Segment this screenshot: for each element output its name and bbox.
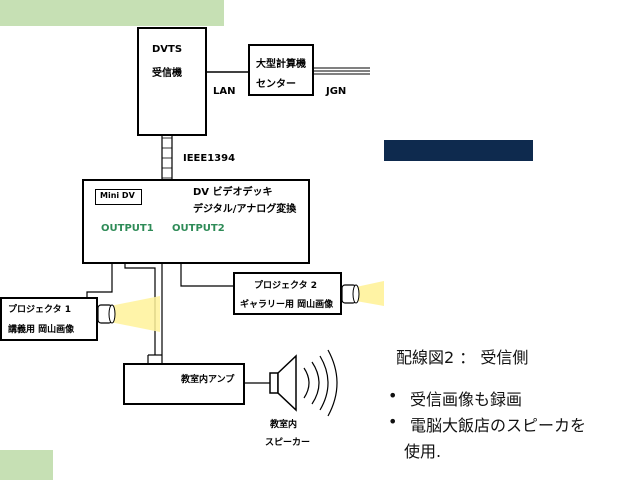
bullet-marker-2: •	[388, 412, 398, 431]
speaker-label-line2: スピーカー	[265, 438, 311, 448]
dvts-receiver-box	[137, 27, 207, 136]
dvts-label: DVTS	[152, 44, 183, 55]
navy-title-bar	[384, 140, 533, 161]
ieee1394-label: IEEE1394	[183, 153, 236, 164]
output2-label: OUTPUT2	[172, 223, 225, 234]
center-label-line1: 大型計算機	[256, 59, 306, 70]
bullet-marker-1: •	[388, 386, 398, 405]
projector2-lens-icon	[341, 281, 384, 306]
output1-label: OUTPUT1	[101, 223, 154, 234]
lan-label: LAN	[213, 86, 236, 97]
speaker-label-line1: 教室内	[270, 420, 298, 430]
amplifier-label: 教室内アンプ	[181, 375, 235, 385]
projector2-box	[233, 272, 342, 315]
bullet-text-2-cont: 使用.	[404, 442, 442, 461]
top-left-green-bar	[0, 0, 224, 26]
jgn-label: JGN	[326, 86, 347, 97]
bullet-text-1: 受信画像も録画	[410, 390, 523, 409]
minidv-label: Mini DV	[100, 191, 135, 200]
deck-label-line1: DV ビデオデッキ	[193, 187, 273, 198]
dvts-receiver-label: 受信機	[152, 68, 182, 79]
projector1-lens-icon	[97, 296, 160, 332]
projector1-box	[0, 297, 98, 341]
projector2-label-line2: ギャラリー用 岡山画像	[240, 300, 334, 310]
bottom-left-green-bar	[0, 450, 53, 480]
computing-center-box	[248, 44, 314, 96]
bullet-text-2: 電脳大飯店のスピーカを	[410, 416, 587, 435]
slide-title: 配線図2 ： 受信側	[396, 348, 529, 367]
deck-label-line2: デジタル/アナログ変換	[193, 204, 297, 215]
projector2-label-line1: プロジェクタ 2	[254, 281, 318, 291]
speaker-icon	[269, 349, 338, 417]
center-label-line2: センター	[256, 79, 296, 90]
minidv-slot	[95, 189, 142, 205]
projector1-label-line1: プロジェクタ 1	[8, 305, 72, 315]
jgn-cable	[314, 67, 370, 75]
amplifier-box	[123, 363, 245, 405]
projector1-label-line2: 講義用 岡山画像	[8, 325, 75, 335]
